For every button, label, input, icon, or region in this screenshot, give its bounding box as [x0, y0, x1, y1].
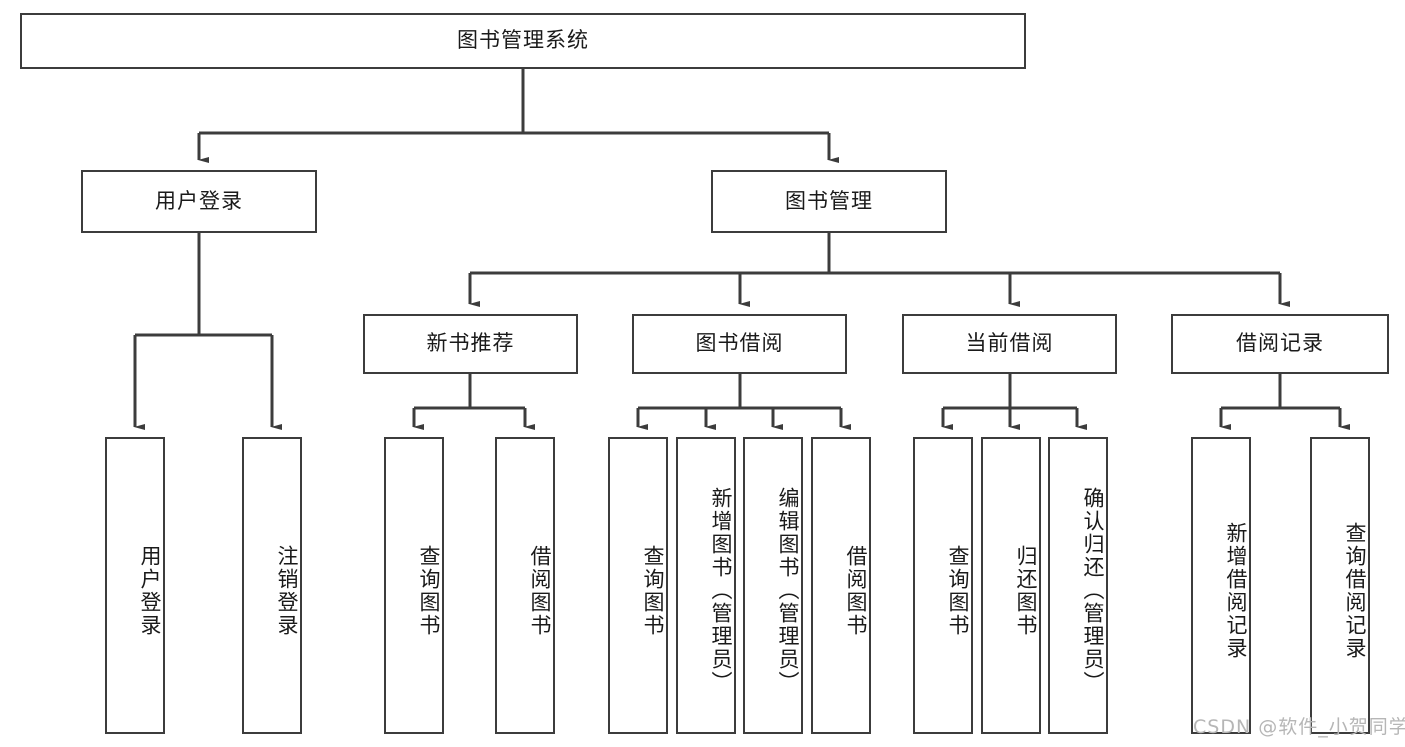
node-new-book-recommend[interactable]: 新书推荐 [363, 314, 578, 374]
node-leaf-return-book[interactable]: 归还图书 [981, 437, 1041, 734]
node-current-borrow[interactable]: 当前借阅 [902, 314, 1117, 374]
node-label: 新书推荐 [426, 331, 515, 356]
node-leaf-borrow-book-2[interactable]: 借阅图书 [811, 437, 871, 734]
node-leaf-query-record[interactable]: 查询借阅记录 [1310, 437, 1370, 734]
node-leaf-query-book-3[interactable]: 查询图书 [913, 437, 973, 734]
node-leaf-add-book[interactable]: 新增图书（管理员） [676, 437, 736, 734]
node-leaf-add-record[interactable]: 新增借阅记录 [1191, 437, 1251, 734]
node-leaf-query-book-1[interactable]: 查询图书 [384, 437, 444, 734]
node-label: 查询借阅记录 [1343, 521, 1367, 660]
csdn-watermark: CSDN @软件_小贺同学 [1193, 716, 1405, 738]
node-label: 新增借阅记录 [1224, 521, 1248, 660]
node-label: 新增图书（管理员） [709, 487, 733, 694]
node-label: 用户登录 [138, 544, 162, 637]
node-label: 注销登录 [275, 544, 299, 637]
node-label: 查询图书 [417, 544, 441, 637]
node-leaf-borrow-book-1[interactable]: 借阅图书 [495, 437, 555, 734]
node-label: 图书借阅 [695, 331, 784, 356]
node-label: 查询图书 [641, 544, 665, 637]
node-label: 查询图书 [946, 544, 970, 637]
node-book-borrow[interactable]: 图书借阅 [632, 314, 847, 374]
node-leaf-confirm-return[interactable]: 确认归还（管理员） [1048, 437, 1108, 734]
node-label: 当前借阅 [965, 331, 1054, 356]
node-label: 借阅图书 [528, 544, 552, 637]
node-book-management-system[interactable]: 图书管理系统 [20, 13, 1026, 69]
node-label: 图书管理 [785, 188, 873, 213]
node-label: 用户登录 [155, 188, 243, 213]
node-label: 借阅记录 [1236, 331, 1324, 356]
node-label: 编辑图书（管理员） [776, 487, 800, 694]
node-leaf-user-login[interactable]: 用户登录 [105, 437, 165, 734]
node-leaf-user-logout[interactable]: 注销登录 [242, 437, 302, 734]
node-leaf-query-book-2[interactable]: 查询图书 [608, 437, 668, 734]
node-borrow-record[interactable]: 借阅记录 [1171, 314, 1389, 374]
node-book-manage[interactable]: 图书管理 [711, 170, 947, 233]
node-label: 确认归还（管理员） [1081, 487, 1105, 694]
node-label: 借阅图书 [844, 544, 868, 637]
node-label: 归还图书 [1014, 544, 1038, 637]
node-user-login[interactable]: 用户登录 [81, 170, 317, 233]
node-leaf-edit-book[interactable]: 编辑图书（管理员） [743, 437, 803, 734]
node-label: 图书管理系统 [457, 28, 589, 53]
